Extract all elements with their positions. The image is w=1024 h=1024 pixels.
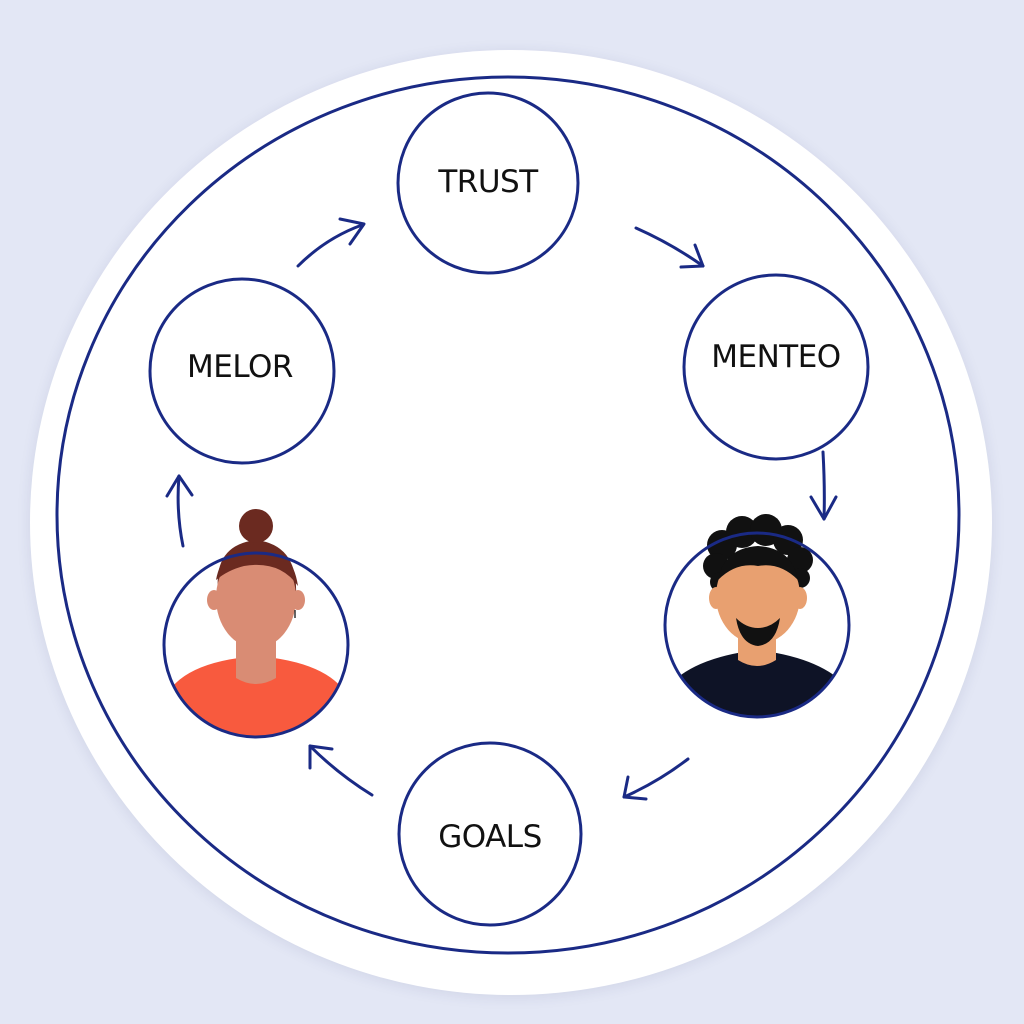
- arrow-woman-to-melor: [165, 474, 194, 548]
- melor-label: MELOR: [187, 349, 293, 385]
- goals-node: GOALS: [397, 741, 583, 927]
- menteo-node: MENTEO: [682, 273, 870, 461]
- trust-node: TRUST: [396, 91, 580, 275]
- menteo-label: MENTEO: [711, 339, 840, 375]
- goals-label: GOALS: [438, 819, 542, 855]
- arrow-trust-to-menteo: [634, 226, 705, 269]
- man-avatar-icon: [663, 514, 851, 719]
- arrow-man-to-goals: [622, 757, 690, 801]
- melor-node: MELOR: [148, 277, 336, 465]
- arrow-melor-to-trust: [296, 217, 366, 268]
- arrow-goals-to-woman: [308, 744, 374, 797]
- arrow-menteo-to-man: [809, 450, 838, 521]
- trust-label: TRUST: [437, 164, 539, 200]
